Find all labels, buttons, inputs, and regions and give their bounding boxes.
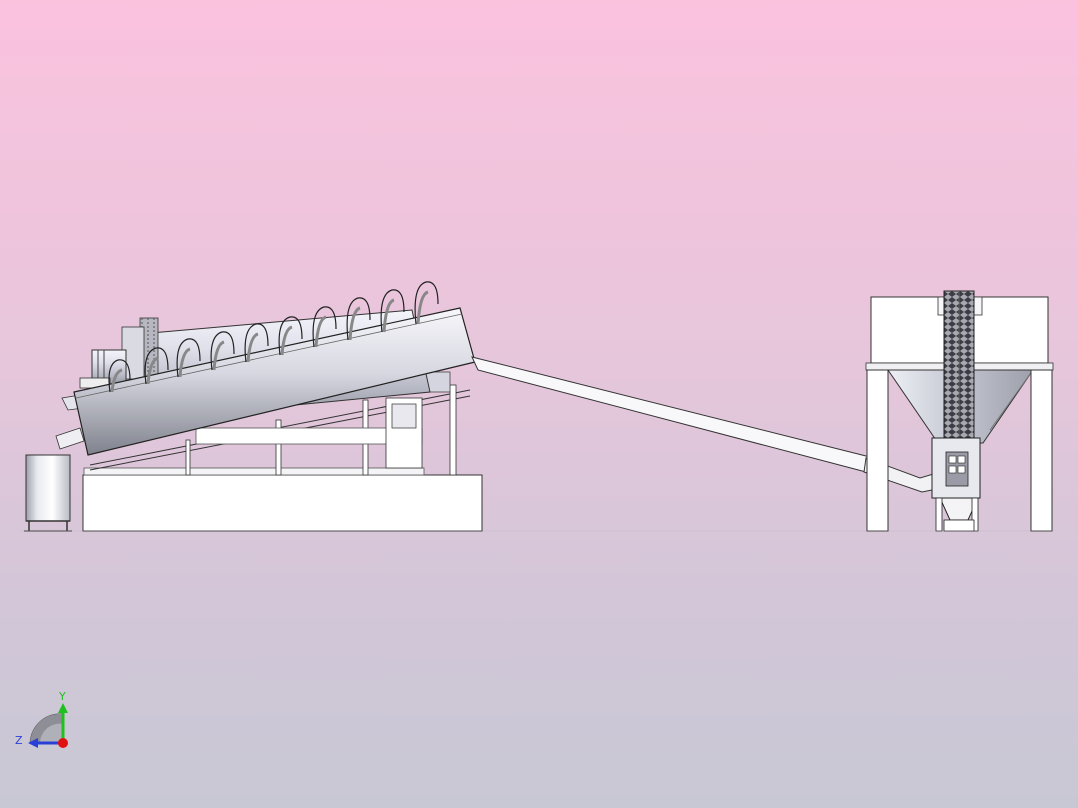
elevator-motor[interactable] [931, 437, 981, 532]
small-tank[interactable] [24, 454, 72, 532]
support-frame [89, 371, 471, 476]
y-axis-label: Y [58, 690, 66, 703]
x-axis-dot [58, 738, 68, 748]
z-axis-label: Z [15, 734, 23, 747]
y-axis-arrowhead [58, 703, 68, 713]
spiral-flights [108, 281, 439, 393]
z-axis-arrowhead [28, 738, 38, 748]
base-platform[interactable] [82, 467, 483, 532]
orientation-triad[interactable]: Y Z [15, 690, 68, 748]
